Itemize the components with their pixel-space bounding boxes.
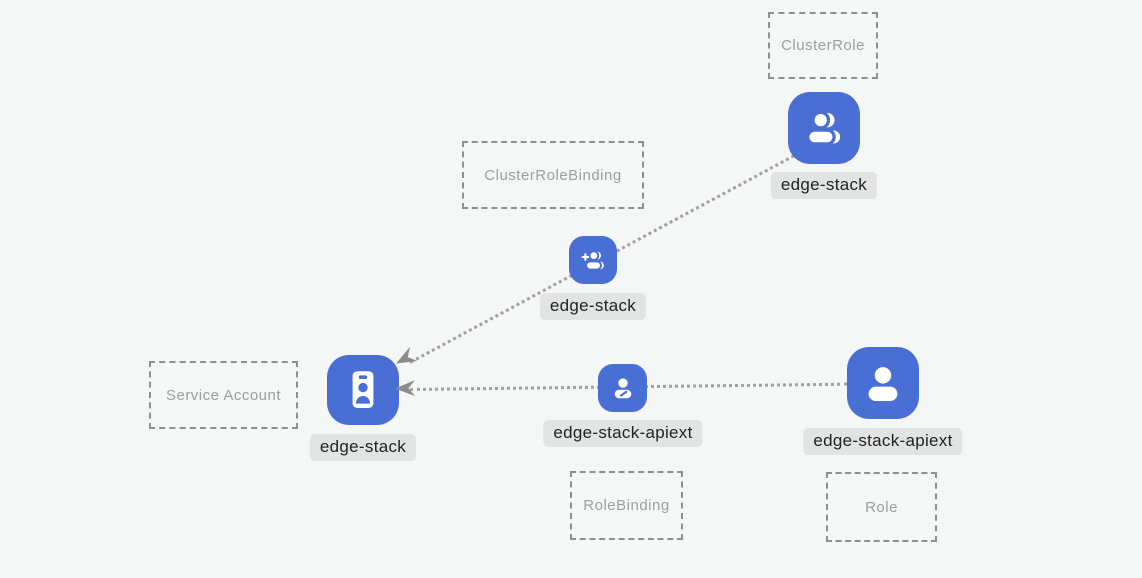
- node-serviceaccount-edge-stack[interactable]: [327, 355, 399, 425]
- type-box-label: Role: [865, 498, 898, 516]
- user-plus-icon: [577, 244, 609, 276]
- rolebinding-node-label: edge-stack-apiext: [543, 420, 703, 447]
- node-role-edge-stack-apiext[interactable]: [847, 347, 919, 419]
- node-clusterrole-edge-stack[interactable]: [788, 92, 860, 164]
- type-box-label: ClusterRoleBinding: [484, 166, 622, 184]
- serviceaccount-node-label: edge-stack: [309, 434, 417, 461]
- type-box-label: ClusterRole: [781, 37, 865, 54]
- type-box-label: Service Account: [165, 386, 282, 404]
- clusterrole-node-label: edge-stack: [770, 172, 878, 199]
- node-clusterrolebinding-edge-stack[interactable]: [569, 236, 617, 284]
- type-box-role: Role: [826, 472, 937, 542]
- type-box-label: RoleBinding: [583, 497, 670, 514]
- role-node-label: edge-stack-apiext: [803, 428, 963, 455]
- type-box-cluster-role: ClusterRole: [768, 12, 878, 79]
- arrowhead-icon: [392, 346, 419, 371]
- type-box-role-binding: RoleBinding: [570, 471, 683, 540]
- user-edit-icon: [607, 372, 639, 404]
- clusterrolebinding-node-label: edge-stack: [539, 293, 647, 320]
- people-icon: [801, 105, 847, 151]
- id-badge-icon: [339, 366, 387, 414]
- type-box-cluster-role-binding: ClusterRoleBinding: [462, 141, 644, 209]
- arrowhead-icon: [395, 380, 416, 397]
- user-icon: [860, 360, 906, 406]
- type-box-service-account: Service Account: [149, 361, 298, 429]
- node-rolebinding-edge-stack-apiext[interactable]: [598, 364, 647, 412]
